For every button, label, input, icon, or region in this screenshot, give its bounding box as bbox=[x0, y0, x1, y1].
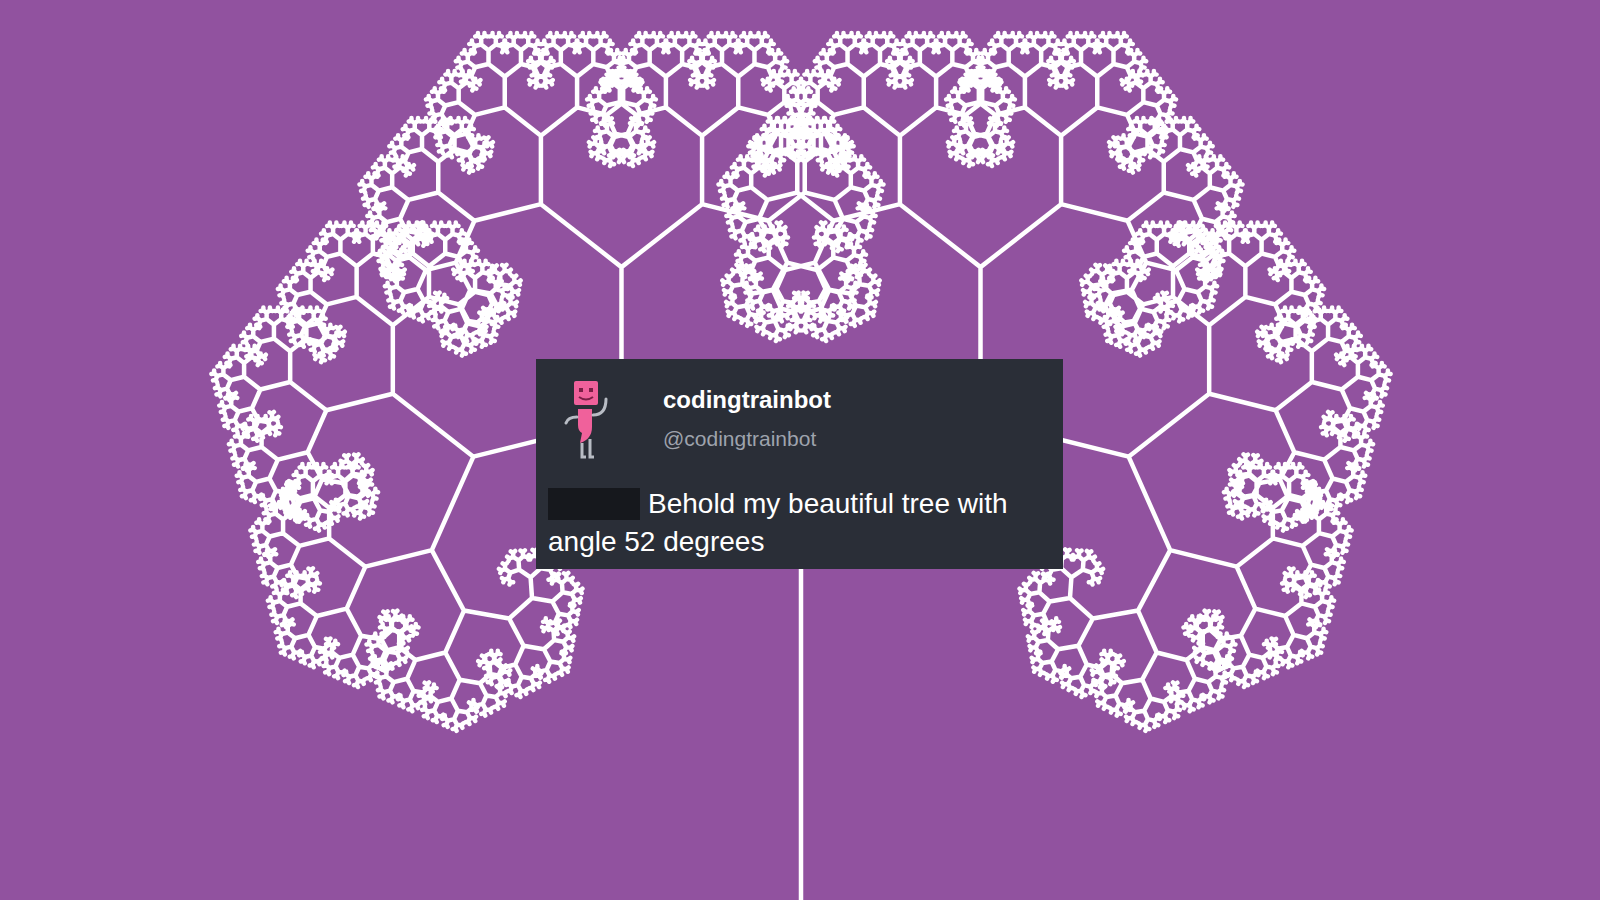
tweet-header: codingtrainbot @codingtrainbot bbox=[548, 373, 1051, 485]
tweet-names: codingtrainbot @codingtrainbot bbox=[663, 385, 831, 453]
avatar-arm bbox=[566, 417, 577, 423]
avatar-body bbox=[578, 409, 592, 443]
tree-branches bbox=[211, 33, 1390, 900]
avatar-legs bbox=[582, 439, 594, 457]
account-handle: @codingtrainbot bbox=[663, 425, 831, 453]
avatar-icon bbox=[560, 377, 616, 461]
tweet-card: codingtrainbot @codingtrainbotBehold my b… bbox=[536, 359, 1063, 569]
redaction-box bbox=[548, 488, 640, 520]
account-name: codingtrainbot bbox=[663, 385, 831, 415]
avatar-eye bbox=[579, 388, 583, 392]
avatar-head bbox=[574, 381, 598, 405]
avatar-arm bbox=[593, 399, 606, 415]
avatar-mouth bbox=[579, 397, 593, 400]
tweet-body: Behold my beautiful tree with angle 52 d… bbox=[548, 485, 1051, 561]
tweet-text: Behold my beautiful tree with angle 52 d… bbox=[548, 485, 1018, 561]
avatar-eye bbox=[589, 388, 593, 392]
